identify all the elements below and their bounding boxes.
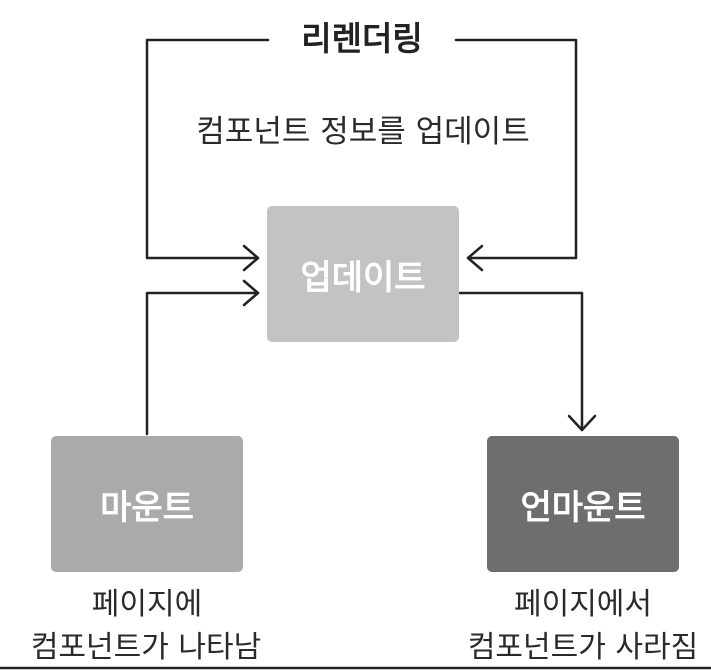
rerender-loop-right-arrowhead (466, 244, 484, 272)
unmount-caption-line-1: 페이지에서 (514, 587, 652, 622)
update-node-label: 업데이트 (300, 257, 426, 298)
mount-to-update-arrowhead (242, 279, 260, 307)
mount-node-label: 마운트 (100, 487, 194, 528)
mount-caption-line-1: 페이지에 (91, 587, 203, 622)
mount-node: 마운트 (51, 436, 243, 572)
rerender-loop-right-line (454, 38, 578, 260)
update-to-unmount-arrowhead (567, 414, 597, 432)
rerender-caption: 컴포넌트 정보를 업데이트 (196, 114, 530, 150)
rerender-loop-left-arrowhead (242, 244, 260, 272)
update-node: 업데이트 (267, 206, 459, 342)
rerender-label: 리렌더링 (272, 22, 452, 55)
update-to-unmount-line (458, 291, 584, 432)
mount-caption-line-2: 컴포넌트가 나타남 (30, 630, 262, 665)
unmount-node-label: 언마운트 (520, 487, 646, 528)
unmount-caption-line-2: 컴포넌트가 사라짐 (467, 630, 699, 665)
mount-to-update-line (145, 291, 260, 436)
unmount-node: 언마운트 (487, 436, 679, 572)
rerender-loop-left-line (145, 38, 270, 260)
